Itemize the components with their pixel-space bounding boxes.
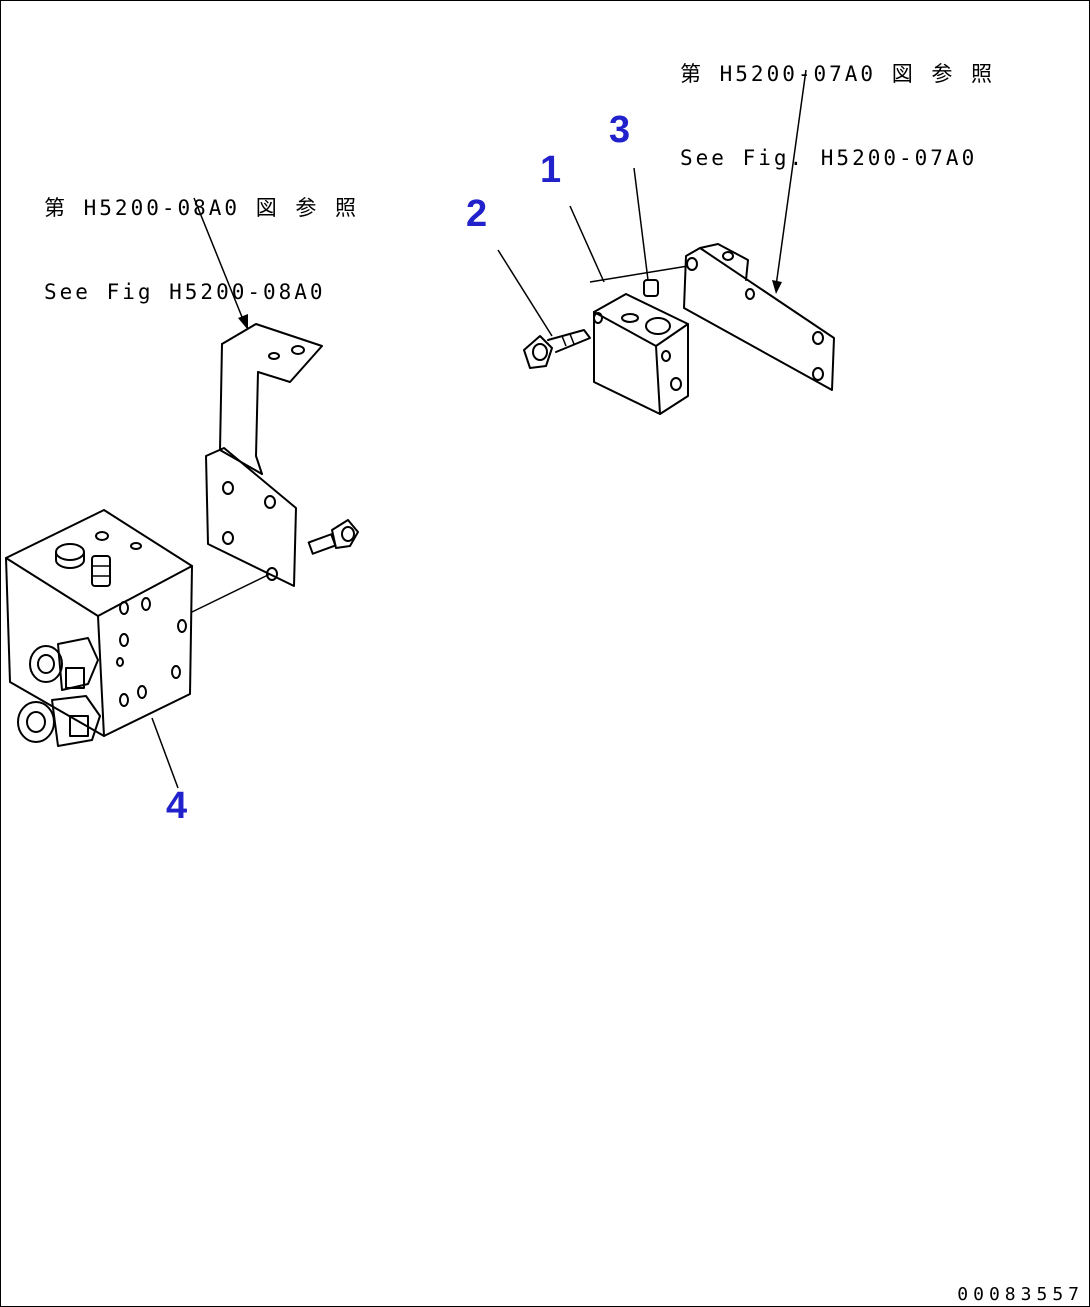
valve-block-part-4[interactable] <box>5 509 193 747</box>
washer-part-3[interactable] <box>643 279 659 297</box>
reference-jp: 第 H5200-07A0 図 参 照 <box>680 62 996 86</box>
leader-3 <box>633 167 649 281</box>
arrow-head-icon <box>238 314 248 330</box>
reference-en: See Fig H5200-08A0 <box>44 280 326 304</box>
drawing-code: 00083557 <box>957 1284 1084 1305</box>
bracket-bolt[interactable] <box>307 519 359 555</box>
callout-2[interactable]: 2 <box>466 193 488 235</box>
reference-jp: 第 H5200-08A0 図 参 照 <box>44 196 360 220</box>
leader-4 <box>151 717 179 789</box>
block-part-1[interactable] <box>593 293 689 415</box>
mounting-plate[interactable] <box>683 243 835 391</box>
callout-4[interactable]: 4 <box>166 785 188 827</box>
arrow-head-icon <box>772 280 782 294</box>
leader-1 <box>569 205 605 283</box>
reference-note-top-left: 第 H5200-08A0 図 参 照 See Fig H5200-08A0 <box>44 138 359 334</box>
reference-note-top-right: 第 H5200-07A0 図 参 照 See Fig. H5200-07A0 <box>680 4 995 200</box>
leader-ref-top-left <box>193 197 245 323</box>
leader-2 <box>497 249 553 337</box>
mounting-bracket[interactable] <box>205 323 323 587</box>
callout-3[interactable]: 3 <box>609 109 631 151</box>
assembly-line <box>191 573 271 613</box>
leader-ref-top-right <box>775 69 807 287</box>
bolt-part-2[interactable] <box>523 329 591 369</box>
leader-lines <box>151 69 807 789</box>
assembly-line <box>589 265 689 283</box>
reference-en: See Fig. H5200-07A0 <box>680 146 978 170</box>
callout-1[interactable]: 1 <box>540 149 562 191</box>
